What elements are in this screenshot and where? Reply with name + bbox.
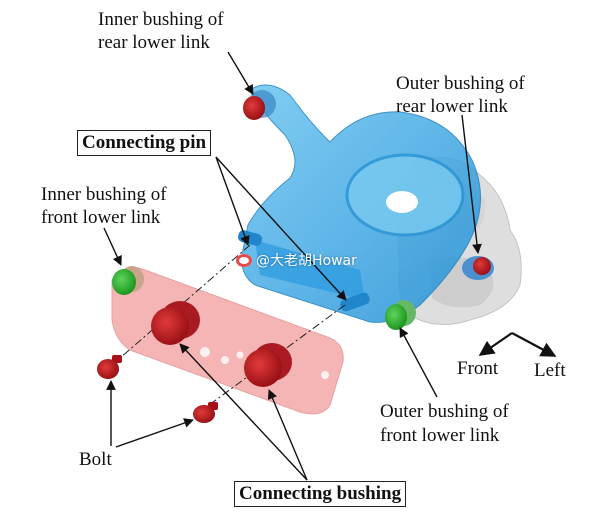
left-arrow-icon [511,332,557,357]
label-outer-rear-line2: rear lower link [396,96,508,117]
connecting-bushing-1 [151,301,200,345]
label-connecting-bushing: Connecting bushing [234,481,407,507]
inner-bushing-front-lower-link [112,266,144,295]
front-arrow-icon [478,332,513,356]
outer-bushing-front-lower-link [385,300,416,330]
bolt-2 [193,402,218,423]
arrow-outer-rear [461,114,482,254]
label-inner-front-line2: front lower link [41,207,161,228]
arrow-bushing-2 [267,389,308,481]
weibo-icon [236,254,252,267]
watermark: @大老胡Howar [236,250,357,270]
label-outer-rear-line1: Outer bushing of [396,73,525,94]
outer-bushing-rear-lower-link [462,256,494,280]
label-front: Front [457,358,499,379]
arrow-inner-rear [227,51,254,95]
inner-bushing-rear-lower-link [243,90,276,120]
connecting-bushing-2 [244,343,292,387]
rear-lower-link-body [237,84,481,323]
label-outer-front-line1: Outer bushing of [380,401,509,422]
label-connecting-pin: Connecting pin [77,130,212,156]
watermark-text: @大老胡Howar [256,253,357,269]
label-inner-rear-line2: rear lower link [98,32,210,53]
arrow-bushing-1 [179,343,308,481]
label-left: Left [534,360,566,381]
arrow-bolt-2 [115,418,194,448]
label-bolt: Bolt [79,449,112,470]
arrow-outer-front [399,327,438,398]
label-inner-front-line1: Inner bushing of [41,184,167,205]
bolt-1 [97,355,122,379]
label-inner-rear-line1: Inner bushing of [98,9,224,30]
direction-indicator [478,332,557,357]
arrow-pin-2 [215,156,347,301]
leader-lines [103,51,482,481]
label-outer-front-line2: front lower link [380,425,500,446]
arrow-pin-1 [215,156,250,246]
arrow-inner-front [103,227,122,266]
